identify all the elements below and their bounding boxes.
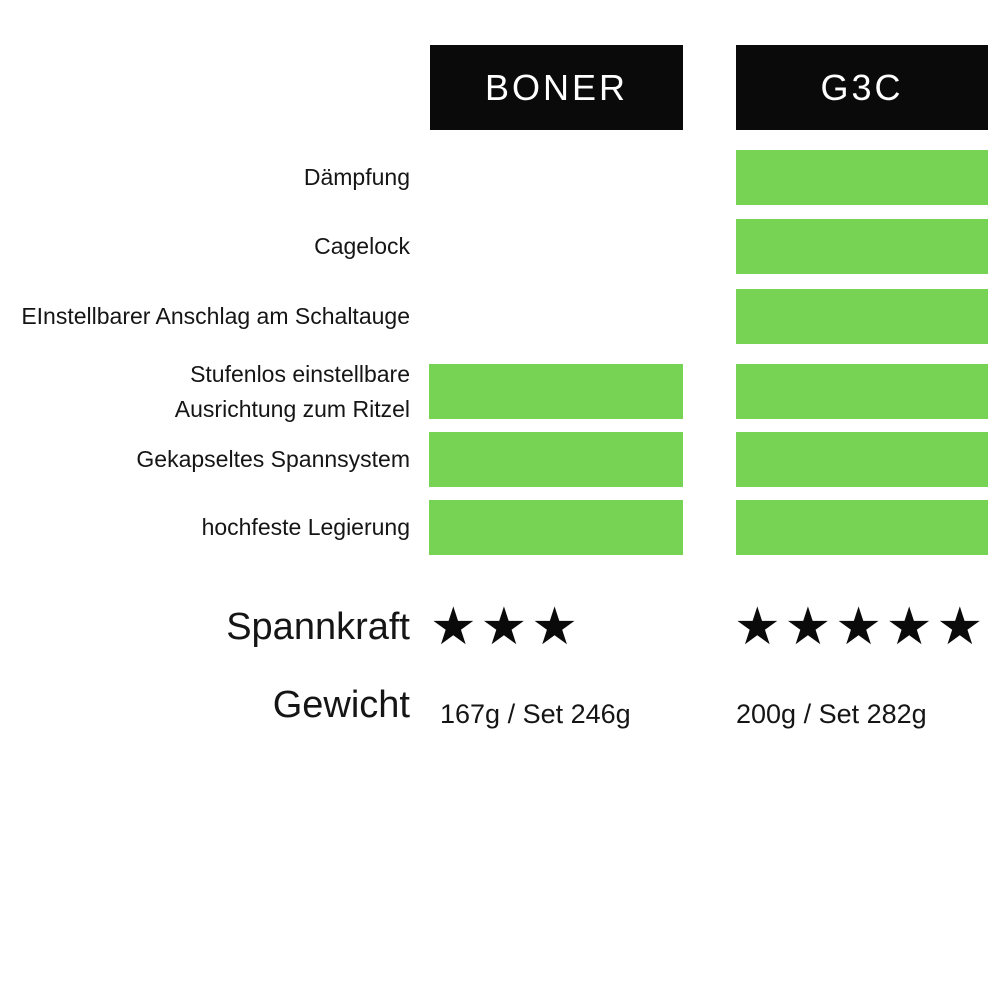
column-header-boner: BONER [430, 45, 683, 130]
column-header-boner-label: BONER [484, 66, 629, 108]
feature-label: Dämpfung [303, 164, 410, 190]
feature-bar-boner [429, 432, 683, 487]
weight-value-g3c: 200g / Set 282g [736, 699, 927, 729]
ratings-label: Spannkraft [226, 606, 410, 648]
feature-label: hochfeste Legierung [201, 514, 410, 540]
column-header-g3c-label: G3C [820, 66, 904, 108]
feature-label: EInstellbarer Anschlag am Schaltauge [21, 303, 410, 329]
feature-label: Gekapseltes Spannsystem [136, 446, 410, 472]
feature-bar-g3c [736, 219, 988, 274]
feature-bar-boner [429, 500, 683, 555]
column-header-g3c: G3C [736, 45, 988, 130]
feature-bar-g3c [736, 150, 988, 205]
star-rating-g3c: ★★★★★ [734, 597, 988, 657]
feature-bar-g3c [736, 364, 988, 419]
feature-bar-boner [429, 364, 683, 419]
feature-bar-g3c [736, 500, 988, 555]
feature-bar-g3c [736, 289, 988, 344]
weight-label: Gewicht [272, 684, 410, 726]
feature-label: Cagelock [314, 233, 410, 259]
star-rating-boner: ★★★ [430, 597, 582, 657]
weight-value-boner: 167g / Set 246g [440, 699, 631, 729]
feature-bar-g3c [736, 432, 988, 487]
